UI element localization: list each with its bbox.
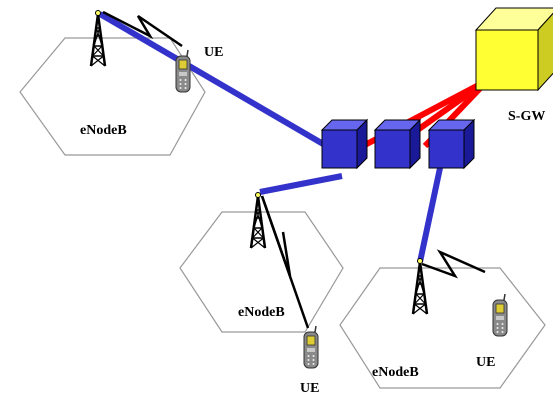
enodeb-label-cell-3: eNodeB [372, 365, 419, 380]
router-cube-3-icon [427, 118, 476, 170]
cell-3-hexagon [339, 267, 546, 389]
cell-tower-icon [411, 257, 429, 316]
gateway-label: S-GW [508, 109, 546, 124]
enodeb-label-cell-2: eNodeB [238, 305, 285, 320]
ue-label-cell-3: UE [476, 355, 496, 370]
backhaul-links [98, 11, 443, 263]
mobile-phone-icon [303, 325, 319, 369]
gateway-cube-icon [474, 7, 553, 92]
radio-links [102, 10, 486, 329]
ue-label-cell-2: UE [300, 381, 320, 396]
ue-label-cell-1: UE [204, 45, 224, 60]
router-cube-1-icon [320, 118, 369, 170]
mobile-phone-icon [492, 293, 508, 337]
enodeb-label-cell-1: eNodeB [80, 123, 127, 138]
cell-2-hexagon [179, 211, 344, 333]
router-cube-2-icon [373, 118, 422, 170]
aggregation-nodes [320, 118, 476, 170]
